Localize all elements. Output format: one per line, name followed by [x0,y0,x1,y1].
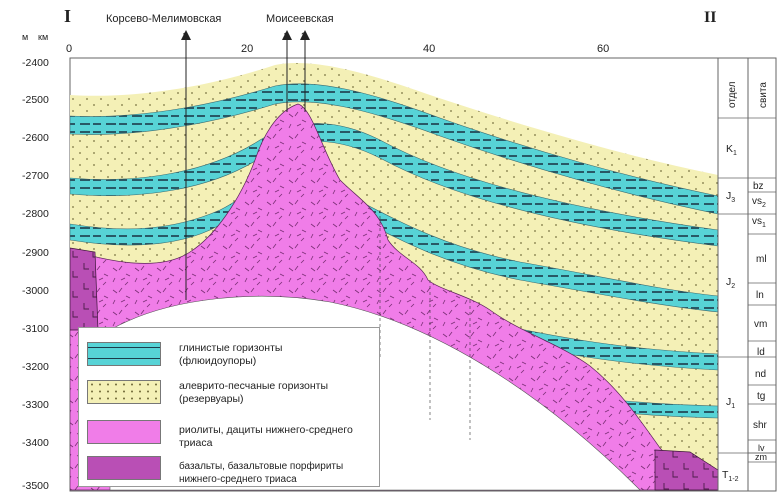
basalt-body-right [654,449,718,491]
legend-item-clay: глинистые горизонты (флюидоупоры) [87,342,282,368]
column-header-suite: свита [758,82,769,108]
depth-tick: -2600 [22,132,49,144]
depth-axis: -2400 -2500 -2600 -2700 -2800 -2900 -300… [22,57,49,492]
depth-tick: -3100 [22,323,49,335]
division-J3: J3 [726,190,735,204]
legend-swatch-sand [87,380,161,404]
well-number-korsevo: 1 [182,31,188,43]
depth-tick: -2400 [22,57,49,69]
depth-tick: -3300 [22,399,49,411]
division-T12: T1-2 [722,469,739,483]
suite-nd: nd [755,369,766,380]
suite-vs2: vs2 [752,196,766,209]
legend-swatch-rhyolite [87,420,161,444]
suite-vs1: vs1 [752,216,766,229]
distance-tick: 0 [66,43,72,55]
legend-swatch-clay [87,342,161,366]
legend-label-rhyolite: риолиты, дациты нижнего-среднего триаса [179,424,353,449]
depth-tick: -2800 [22,208,49,220]
distance-tick: 60 [597,43,609,55]
basalt-body-left [70,247,99,331]
suite-shr: shr [753,420,768,431]
division-K1: K1 [726,143,737,157]
depth-tick: -2900 [22,247,49,259]
suite-vm: vm [754,319,767,330]
legend: глинистые горизонты (флюидоупоры) алеври… [78,327,380,487]
distance-tick: 20 [241,43,253,55]
stratigraphic-column: отдел свита K1 J3 J2 J1 T1-2 bz vs2 vs1 … [717,58,776,491]
depth-tick: -3500 [22,480,49,492]
section-end-left: I [64,6,71,26]
clay-band-1 [70,83,718,215]
suite-bz: bz [753,181,764,192]
well-name-korsevo: Корсево-Мелимовская [106,13,221,25]
distance-unit: км [38,32,48,42]
suite-lv: lv [758,443,765,453]
legend-swatch-basalt [87,456,161,480]
suite-ld: ld [757,347,765,358]
distance-tick: 40 [423,43,435,55]
well-arrow-moiseev-3 [300,30,310,40]
depth-tick: -3400 [22,437,49,449]
suite-tg: tg [757,391,765,402]
well-arrow-korsevo [181,30,191,40]
section-end-right: II [704,9,716,26]
suite-ln: ln [756,290,764,301]
depth-tick: -2700 [22,170,49,182]
fault-lines [379,210,471,440]
division-J1: J1 [726,396,735,410]
suite-ml: ml [756,254,767,265]
depth-unit: м [22,32,28,42]
legend-label-clay: глинистые горизонты (флюидоупоры) [179,342,283,367]
legend-item-rhyolite: риолиты, дациты нижнего-среднего триаса [87,420,379,450]
legend-label-sand: алеврито-песчаные горизонты (резервуары) [179,380,329,405]
legend-label-basalt: базальты, базальтовые порфириты нижнего-… [179,461,344,485]
column-header-division: отдел [727,81,738,108]
well-arrow-moiseev-1 [282,30,292,40]
legend-item-basalt: базальты, базальтовые порфириты нижнего-… [87,456,379,486]
depth-tick: -2500 [22,94,49,106]
depth-tick: -3200 [22,361,49,373]
depth-tick: -3000 [22,285,49,297]
legend-item-sand: алеврито-песчаные горизонты (резервуары) [87,380,328,406]
suite-zm: zm [755,452,767,462]
well-name-moiseev: Моисеевская [266,13,334,25]
division-J2: J2 [726,276,735,290]
well-number-moiseev-1: 1 [283,31,289,43]
well-number-moiseev-3: 3 [301,31,307,43]
distance-axis: 0 20 40 60 [66,43,609,55]
